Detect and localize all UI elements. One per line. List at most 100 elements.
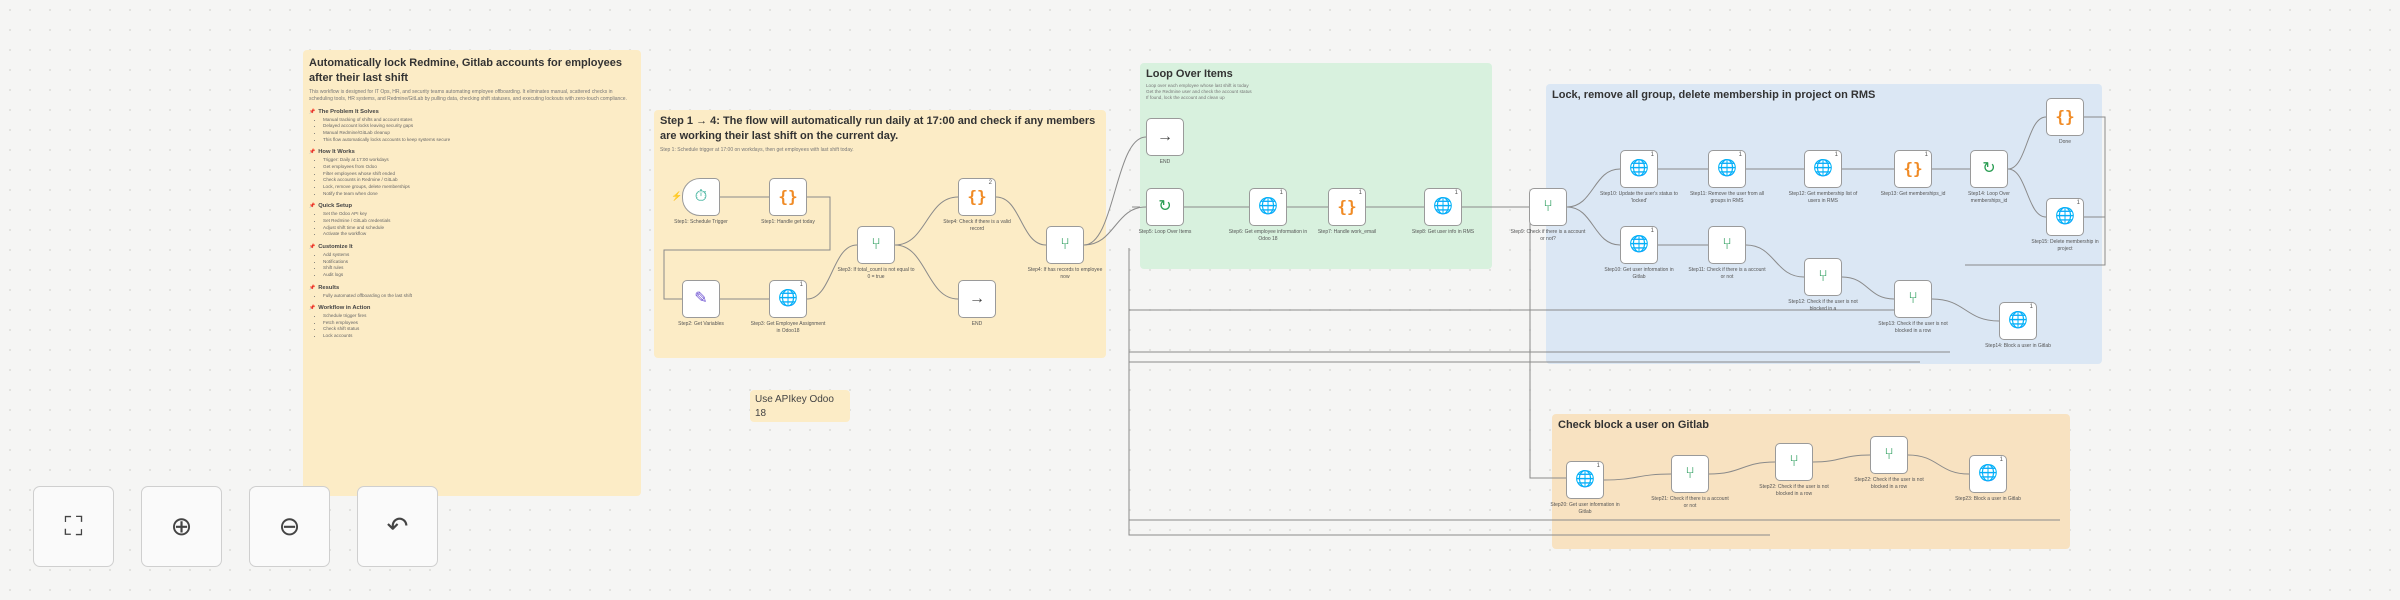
workflow-node[interactable]: {}	[2046, 98, 2084, 136]
globe-icon: 🌐	[1629, 236, 1649, 253]
workflow-node[interactable]: ⑂	[1870, 436, 1908, 474]
code-icon: {}	[2055, 107, 2075, 126]
api-note-title: Use APIkey Odoo 18	[755, 394, 834, 419]
overview-list-item: Lock accounts	[323, 333, 635, 340]
overview-section-list: Fully automated offboarding on the last …	[309, 293, 635, 300]
workflow-node[interactable]: ↻	[1970, 150, 2008, 188]
node-label: Step1: Schedule Trigger	[674, 219, 728, 225]
node-label: Step13: Check if the user is not blocked…	[1878, 321, 1948, 334]
globe-icon: 🌐	[1717, 160, 1737, 177]
overview-section-title: Results	[309, 285, 635, 291]
workflow-node[interactable]: ✎	[682, 280, 720, 318]
clock-icon: ⏱	[694, 188, 708, 205]
workflow-node[interactable]: 🌐1	[1249, 188, 1287, 226]
loop-icon: ↻	[1982, 160, 1996, 177]
zoom-in-button[interactable]: ⊕	[141, 486, 222, 567]
node-label: Step4: Check if there is a valid record	[943, 219, 1011, 232]
node-label: Step15: Delete membership in project	[2031, 239, 2099, 252]
workflow-node[interactable]: ↻	[1146, 188, 1184, 226]
overview-list-item: Shift rules	[323, 265, 635, 272]
node-badge: 1	[1738, 152, 1742, 158]
node-badge: 1	[799, 282, 803, 288]
workflow-node[interactable]: ⑂	[1775, 443, 1813, 481]
globe-icon: 🌐	[1978, 465, 1998, 482]
workflow-node[interactable]: 🌐1	[1804, 150, 1842, 188]
node-badge: 1	[1834, 152, 1838, 158]
lock-note-title: Lock, remove all group, delete membershi…	[1552, 89, 1876, 101]
globe-icon: 🌐	[1258, 198, 1278, 215]
if-icon: ⑂	[1060, 236, 1070, 253]
workflow-node[interactable]: 🌐1	[1969, 455, 2007, 493]
overview-list-item: Manual Redmine/GitLab cleanup	[323, 130, 635, 137]
globe-icon: 🌐	[1813, 160, 1833, 177]
node-label: END	[1159, 159, 1171, 165]
undo-icon: ↶	[386, 511, 409, 541]
workflow-node[interactable]: 🌐1	[1620, 150, 1658, 188]
overview-list-item: Filter employees whose shift ended	[323, 171, 635, 178]
workflow-node[interactable]: {}	[769, 178, 807, 216]
workflow-node[interactable]: ⑂	[1671, 455, 1709, 493]
overview-list-item: Notify the team when done	[323, 191, 635, 198]
overview-list-item: Activate the workflow	[323, 231, 635, 238]
node-label: Step21: Check if there is a account or n…	[1651, 496, 1729, 509]
node-label: Step4: If has records to employee now	[1027, 267, 1103, 280]
workflow-node[interactable]: 🌐1	[1708, 150, 1746, 188]
sticky-note-overview[interactable]: Automatically lock Redmine, Gitlab accou…	[303, 50, 641, 496]
sticky-note-api-key[interactable]: Use APIkey Odoo 18	[750, 390, 850, 422]
overview-list-item: Fully automated offboarding on the last …	[323, 293, 635, 300]
code-icon: {}	[1903, 159, 1923, 178]
zoom-out-icon: ⊖	[278, 511, 301, 541]
node-label: Step3: If total_count is not equal to 0 …	[837, 267, 915, 280]
workflow-node[interactable]: 🌐1	[1999, 302, 2037, 340]
workflow-node[interactable]: →	[958, 280, 996, 318]
overview-list-item: Audit logs	[323, 272, 635, 279]
step-note-desc: Step 1: Schedule trigger at 17:00 on wor…	[660, 146, 854, 153]
if-icon: ⑂	[1908, 290, 1918, 307]
workflow-node[interactable]: 🌐1	[769, 280, 807, 318]
workflow-node[interactable]: ⑂	[1804, 258, 1842, 296]
node-badge: 1	[1279, 190, 1283, 196]
workflow-node[interactable]: {}2	[958, 178, 996, 216]
zoom-out-button[interactable]: ⊖	[249, 486, 330, 567]
node-label: Step22: Check if the user is not blocked…	[1759, 484, 1829, 497]
node-badge: 1	[1358, 190, 1362, 196]
globe-icon: 🌐	[1575, 471, 1595, 488]
workflow-node[interactable]: ⑂	[1894, 280, 1932, 318]
overview-list-item: Add systems	[323, 252, 635, 259]
workflow-node[interactable]: 🌐1	[2046, 198, 2084, 236]
node-badge: 1	[1454, 190, 1458, 196]
overview-section-list: Trigger: Daily at 17:00 workdaysGet empl…	[309, 157, 635, 197]
fit-view-icon: ⛶	[64, 510, 83, 541]
zoom-in-icon: ⊕	[170, 511, 193, 541]
sticky-note-loop[interactable]: Loop Over Items Loop over each employee …	[1140, 63, 1492, 269]
workflow-node[interactable]: ⏱⚡	[671, 178, 720, 216]
if-icon: ⑂	[1543, 198, 1553, 215]
loop-icon: ↻	[1158, 198, 1172, 215]
node-label: Step10: Get user information in Gitlab	[1604, 267, 1674, 280]
node-label: Step12: Check if the user is not blocked…	[1788, 299, 1858, 312]
node-label: Step12: Get membership list of users in …	[1788, 191, 1858, 204]
workflow-node[interactable]: 🌐1	[1424, 188, 1462, 226]
globe-icon: 🌐	[778, 290, 798, 307]
workflow-node[interactable]: 🌐1	[1566, 461, 1604, 499]
gitlab-note-title: Check block a user on Gitlab	[1558, 419, 1709, 431]
workflow-node[interactable]: {}1	[1328, 188, 1366, 226]
overview-list-item: Manual tracking of shifts and account st…	[323, 117, 635, 124]
overview-section-list: Schedule trigger firesFetch employeesChe…	[309, 313, 635, 340]
workflow-node[interactable]: 🌐1	[1620, 226, 1658, 264]
workflow-node[interactable]: →	[1146, 118, 1184, 156]
workflow-node[interactable]: ⑂	[1529, 188, 1567, 226]
workflow-node[interactable]: ⑂	[857, 226, 895, 264]
overview-list-item: Check shift status	[323, 326, 635, 333]
step-note-title: Step 1 → 4: The flow will automatically …	[660, 115, 1096, 142]
arrow-icon: →	[1157, 128, 1173, 145]
workflow-node[interactable]: ⑂	[1046, 226, 1084, 264]
fit-view-button[interactable]: ⛶	[33, 486, 114, 567]
workflow-node[interactable]: {}1	[1894, 150, 1932, 188]
node-label: Step14: Loop Over memberships_id	[1968, 191, 2010, 204]
overview-section-title: How It Works	[309, 149, 635, 155]
node-badge: 1	[2076, 200, 2080, 206]
node-label: Step13: Get memberships_id	[1880, 191, 1946, 197]
undo-button[interactable]: ↶	[357, 486, 438, 567]
workflow-node[interactable]: ⑂	[1708, 226, 1746, 264]
